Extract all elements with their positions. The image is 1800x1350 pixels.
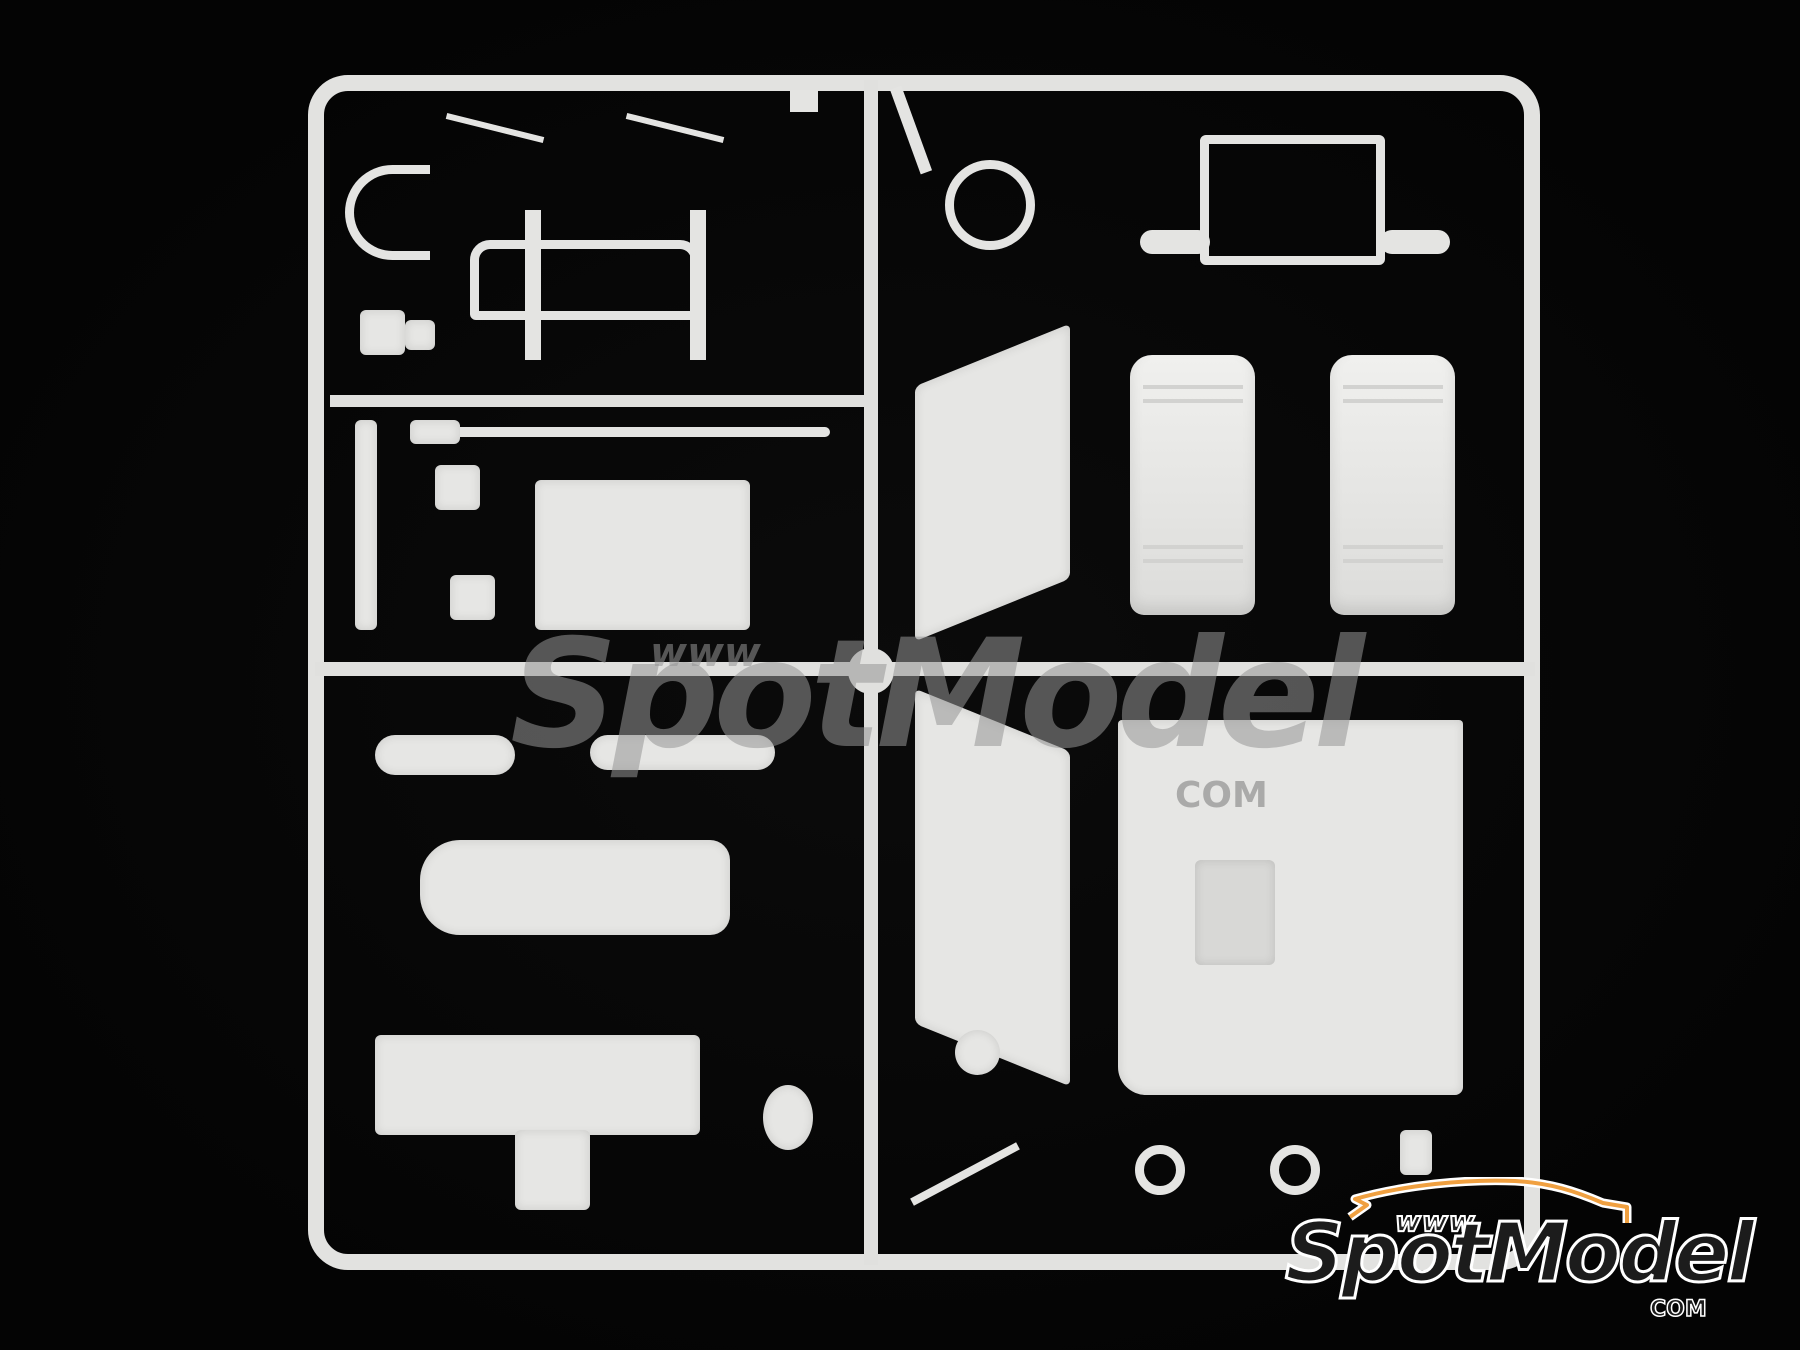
steering-wheel [945, 160, 1035, 250]
small-bracket-part [790, 90, 818, 112]
bracket-right [1380, 230, 1450, 254]
rear-bulkhead [1200, 135, 1385, 265]
spotmodel-logo: www SpotModel COM [1284, 1177, 1757, 1335]
logo-tld: COM [1649, 1296, 1707, 1323]
driver-figure [420, 840, 730, 935]
u-bracket-part [345, 165, 430, 260]
logo-brand: SpotModel [1284, 1206, 1757, 1301]
runner-hub [848, 648, 894, 694]
floor-panel [535, 480, 750, 630]
roll-cage-upright [690, 210, 706, 360]
driver-head [763, 1085, 813, 1150]
runner-left-inner [330, 395, 870, 407]
car-silhouette-icon [1347, 1177, 1632, 1223]
bracket-left [1140, 230, 1210, 254]
watermark-www: www [650, 630, 761, 676]
small-dome-part [955, 1030, 1000, 1075]
mirror-part [1400, 1130, 1432, 1175]
round-part [1270, 1145, 1320, 1195]
vertical-strip-part [355, 420, 377, 630]
watermark-tld: COM [1175, 775, 1268, 816]
seat-right [1330, 355, 1455, 615]
small-block-part [435, 465, 480, 510]
round-part [1135, 1145, 1185, 1195]
runner-horizontal-center [315, 662, 1535, 676]
logo-www: www [1394, 1204, 1476, 1239]
panel-plate-detail [1195, 860, 1275, 965]
small-block-part [410, 420, 460, 444]
roll-cage-frame [470, 240, 700, 320]
large-floor-panel [1118, 720, 1463, 1095]
dashboard [375, 1035, 700, 1135]
driver-arms [590, 735, 775, 770]
dashboard-console [515, 1130, 590, 1210]
rod-part [410, 427, 830, 437]
small-block-part [405, 320, 435, 350]
driver-arms [375, 735, 515, 775]
watermark-brand: SpotModel [510, 608, 1365, 782]
seat-left [1130, 355, 1255, 615]
roll-cage-upright [525, 210, 541, 360]
small-block-part [360, 310, 405, 355]
small-block-part [450, 575, 495, 620]
